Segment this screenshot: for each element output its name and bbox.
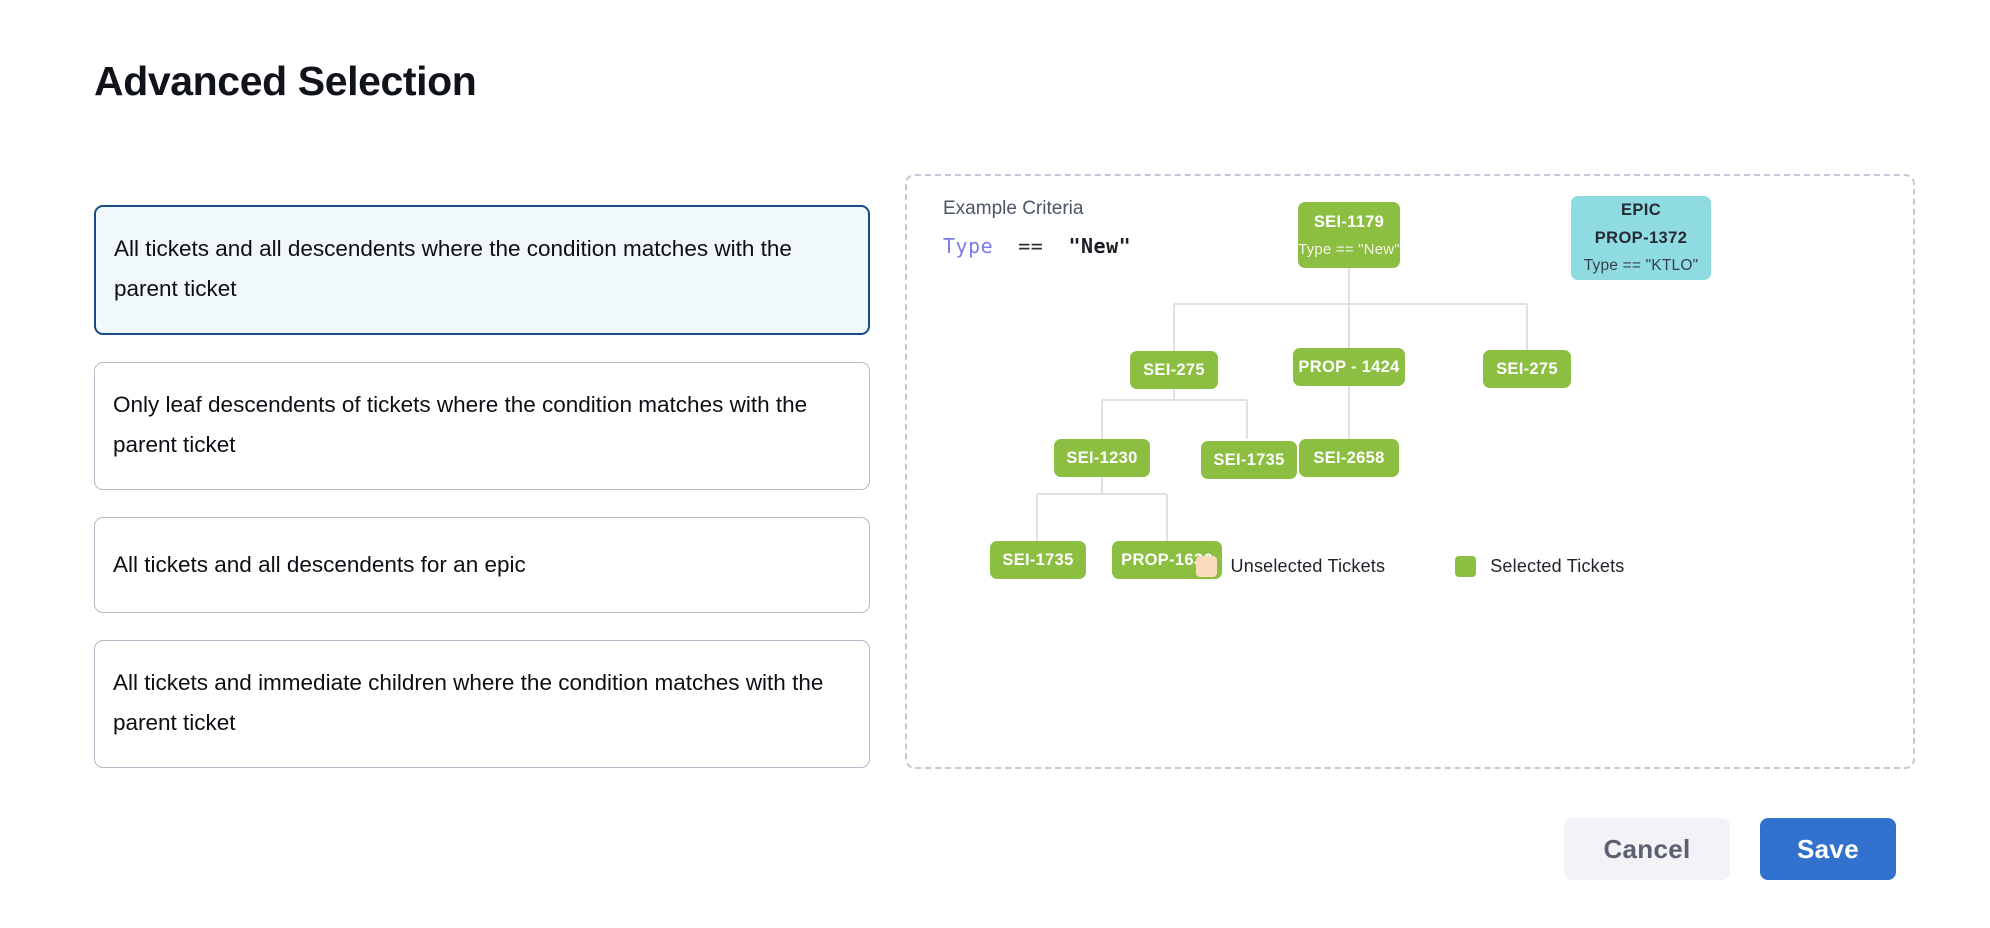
save-button[interactable]: Save (1760, 818, 1896, 880)
legend-item-selected: Selected Tickets (1455, 556, 1624, 577)
node-epic-key: PROP-1372 (1594, 229, 1688, 247)
example-diagram-panel: Example Criteria Type == "New" (905, 174, 1915, 769)
node-title: SEI-1179 (1313, 212, 1385, 231)
criteria-operator-token: == (1018, 234, 1044, 258)
option-label: Only leaf descendents of tickets where t… (113, 392, 808, 457)
tree-node-sei-1735-row4[interactable]: SEI-1735 (990, 541, 1086, 579)
tree-node-sei-1230[interactable]: SEI-1230 (1054, 439, 1150, 477)
node-subtitle: Type == "KTLO" (1583, 257, 1699, 274)
node-title: PROP - 1424 (1298, 357, 1400, 376)
legend-item-unselected: Unselected Tickets (1195, 556, 1386, 577)
tree-node-sei-1735-row3[interactable]: SEI-1735 (1201, 441, 1297, 479)
selection-options-list: All tickets and all descendents where th… (94, 205, 870, 795)
node-title: SEI-2658 (1313, 448, 1385, 467)
dialog-actions: Cancel Save (1564, 818, 1896, 880)
legend-label-selected: Selected Tickets (1490, 556, 1625, 576)
criteria-value-token: "New" (1068, 234, 1132, 258)
option-label: All tickets and all descendents for an e… (113, 552, 526, 577)
node-title: SEI-1230 (1066, 448, 1138, 467)
node-title: PROP-1636 (1121, 550, 1213, 569)
node-title: SEI-275 (1496, 359, 1558, 378)
tree-node-sei-275-left[interactable]: SEI-275 (1130, 351, 1218, 389)
tree-node-prop-1636[interactable]: PROP-1636 (1112, 541, 1222, 579)
legend-label-unselected: Unselected Tickets (1230, 556, 1386, 576)
tree-node-epic-prop-1372[interactable]: EPIC PROP-1372 Type == "KTLO" (1571, 196, 1711, 280)
node-subtitle: Type == "New" (1298, 240, 1400, 258)
option-label: All tickets and all descendents where th… (114, 236, 792, 301)
diagram-legend: Unselected Tickets Selected Tickets (907, 556, 1913, 577)
criteria-expression: Type == "New" (943, 234, 1131, 258)
tree-node-sei-2658[interactable]: SEI-2658 (1299, 439, 1399, 477)
tree-node-sei-275-right[interactable]: SEI-275 (1483, 350, 1571, 388)
page-title: Advanced Selection (94, 58, 477, 104)
node-epic-label: EPIC (1620, 201, 1662, 219)
option-card-immediate-children-condition[interactable]: All tickets and immediate children where… (94, 640, 870, 768)
tree-node-prop-1424[interactable]: PROP - 1424 (1293, 348, 1405, 386)
node-title: SEI-1735 (1213, 450, 1285, 469)
legend-swatch-unselected-icon (1195, 556, 1217, 577)
option-card-all-descendents-condition[interactable]: All tickets and all descendents where th… (94, 205, 870, 335)
option-label: All tickets and immediate children where… (113, 670, 824, 735)
tree-node-sei-1179[interactable]: SEI-1179 Type == "New" (1298, 202, 1400, 268)
legend-swatch-selected-icon (1455, 556, 1477, 577)
node-title: SEI-275 (1143, 360, 1205, 379)
node-title: SEI-1735 (1002, 550, 1074, 569)
criteria-heading: Example Criteria (943, 198, 1084, 219)
cancel-button[interactable]: Cancel (1564, 818, 1730, 880)
option-card-all-descendents-epic[interactable]: All tickets and all descendents for an e… (94, 517, 870, 613)
option-card-leaf-descendents-condition[interactable]: Only leaf descendents of tickets where t… (94, 362, 870, 490)
criteria-field-token: Type (943, 234, 994, 258)
